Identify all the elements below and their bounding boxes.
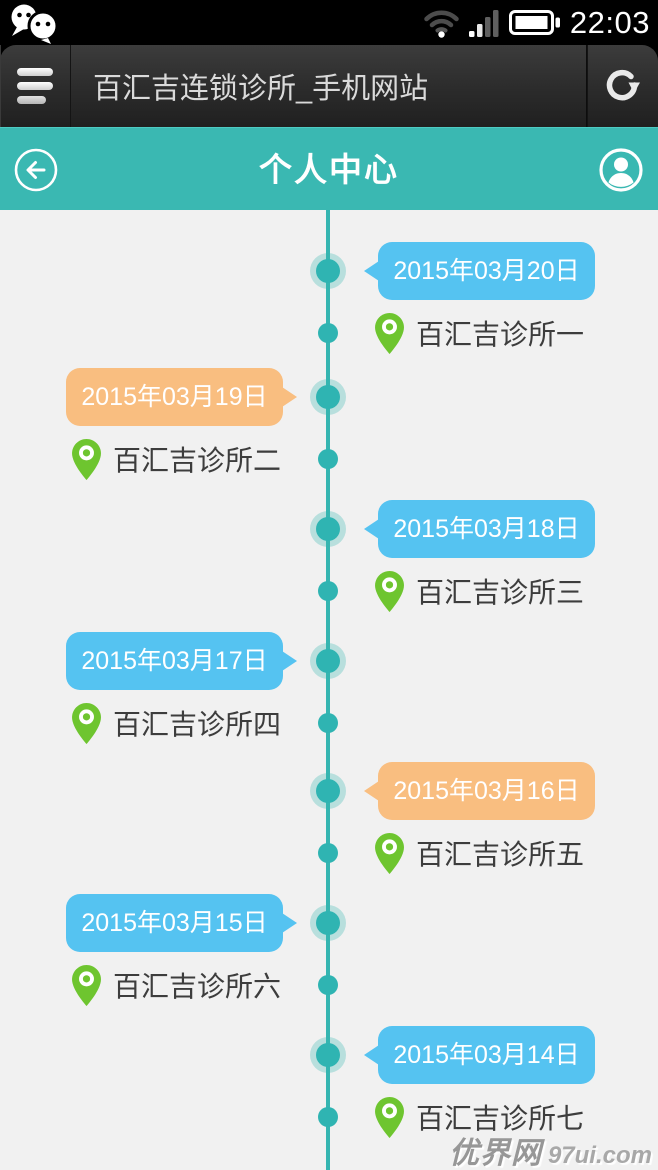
date-bubble[interactable]: 2015年03月15日 <box>66 894 297 952</box>
page-title: 百汇吉连锁诊所_手机网站 <box>93 73 429 105</box>
bubble-arrow <box>282 913 297 933</box>
location-pin-icon <box>72 438 101 480</box>
timeline-node-dot <box>316 385 340 409</box>
timeline-dot <box>318 713 338 733</box>
page-title-area: 百汇吉连锁诊所_手机网站 <box>71 45 587 127</box>
battery-icon <box>508 10 560 35</box>
timeline-node-dot <box>316 911 340 935</box>
timeline-line <box>326 210 330 1170</box>
date-bubble[interactable]: 2015年03月17日 <box>66 632 297 690</box>
timeline-node-dot <box>316 517 340 541</box>
watermark-site-name: 优界网 <box>448 1137 542 1170</box>
clock: 22:03 <box>569 5 650 40</box>
timeline-dot <box>318 323 338 343</box>
signal-strength-icon <box>468 10 499 37</box>
app-header: 个人中心 <box>0 127 658 210</box>
date-bubble[interactable]: 2015年03月14日 <box>364 1026 595 1084</box>
browser-title-bar-inner: 百汇吉连锁诊所_手机网站 <box>0 45 658 127</box>
bubble-arrow <box>364 261 379 281</box>
timeline-dot <box>318 843 338 863</box>
timeline-dot <box>318 449 338 469</box>
wechat-icon <box>11 4 59 44</box>
menu-icon <box>17 68 53 104</box>
back-icon <box>14 148 58 192</box>
date-label: 2015年03月14日 <box>393 1041 580 1069</box>
location-row[interactable]: 百汇吉诊所五 <box>375 831 584 875</box>
location-row[interactable]: 百汇吉诊所一 <box>375 311 584 355</box>
watermark: 优界网 97ui.com <box>449 1128 652 1170</box>
location-label: 百汇吉诊所六 <box>113 971 282 1002</box>
date-label: 2015年03月15日 <box>81 909 268 937</box>
location-pin-icon <box>72 964 101 1006</box>
date-bubble[interactable]: 2015年03月16日 <box>364 762 595 820</box>
bubble-arrow <box>282 387 297 407</box>
location-label: 百汇吉诊所二 <box>113 445 282 476</box>
timeline-dot <box>318 1107 338 1127</box>
location-pin-icon <box>375 312 404 354</box>
location-pin-icon <box>375 832 404 874</box>
page-heading: 个人中心 <box>259 151 399 188</box>
location-row[interactable]: 百汇吉诊所二 <box>72 437 281 481</box>
date-label: 2015年03月18日 <box>393 515 580 543</box>
wifi-icon <box>424 10 459 38</box>
location-row[interactable]: 百汇吉诊所六 <box>72 963 281 1007</box>
timeline-dot <box>318 975 338 995</box>
bubble-arrow <box>364 781 379 801</box>
date-label: 2015年03月17日 <box>81 647 268 675</box>
location-label: 百汇吉诊所五 <box>416 839 585 870</box>
browser-title-bar: 百汇吉连锁诊所_手机网站 <box>0 45 658 127</box>
date-label: 2015年03月16日 <box>393 777 580 805</box>
profile-button[interactable] <box>598 147 644 193</box>
timeline-node-dot <box>316 1043 340 1067</box>
bubble-arrow <box>364 1045 379 1065</box>
refresh-icon <box>606 70 640 101</box>
location-label: 百汇吉诊所三 <box>416 577 585 608</box>
date-bubble[interactable]: 2015年03月18日 <box>364 500 595 558</box>
bubble-arrow <box>364 519 379 539</box>
watermark-site-url: 97ui.com <box>547 1142 652 1169</box>
location-label: 百汇吉诊所七 <box>416 1103 585 1134</box>
location-pin-icon <box>375 1096 404 1138</box>
location-row[interactable]: 百汇吉诊所四 <box>72 701 281 745</box>
date-bubble[interactable]: 2015年03月20日 <box>364 242 595 300</box>
bubble-arrow <box>282 651 297 671</box>
menu-button[interactable] <box>0 45 71 127</box>
location-label: 百汇吉诊所四 <box>113 709 282 740</box>
back-button[interactable] <box>13 147 59 193</box>
location-row[interactable]: 百汇吉诊所三 <box>375 569 584 613</box>
profile-icon <box>599 148 643 192</box>
location-row[interactable]: 百汇吉诊所七 <box>375 1095 584 1139</box>
timeline-node-dot <box>316 779 340 803</box>
date-label: 2015年03月20日 <box>393 257 580 285</box>
location-pin-icon <box>375 570 404 612</box>
location-pin-icon <box>72 702 101 744</box>
timeline-node-dot <box>316 259 340 283</box>
date-label: 2015年03月19日 <box>81 383 268 411</box>
date-bubble[interactable]: 2015年03月19日 <box>66 368 297 426</box>
status-indicators: 22:03 <box>423 0 650 45</box>
refresh-button[interactable] <box>587 45 658 127</box>
location-label: 百汇吉诊所一 <box>416 319 585 350</box>
status-bar: 22:03 <box>0 0 658 45</box>
timeline-node-dot <box>316 649 340 673</box>
timeline-dot <box>318 581 338 601</box>
